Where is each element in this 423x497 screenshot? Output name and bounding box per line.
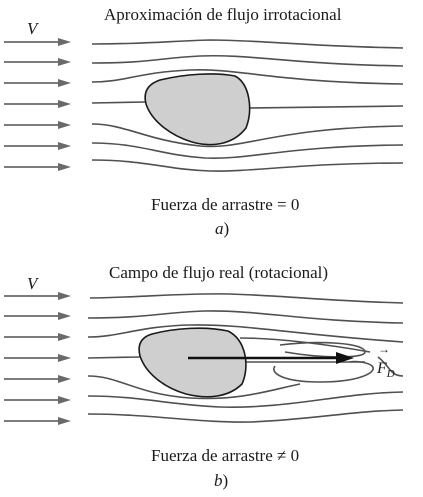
streamline bbox=[87, 356, 141, 359]
solid-body bbox=[138, 327, 247, 398]
panel-a-title: Aproximación de flujo irrotacional bbox=[104, 5, 342, 24]
streamline bbox=[91, 142, 404, 159]
panel-b: Campo de flujo real (rotacional) V bbox=[4, 263, 404, 490]
inflow-arrow bbox=[4, 58, 71, 66]
panel-a-inflow-arrows bbox=[4, 38, 71, 171]
streamline bbox=[91, 69, 404, 85]
panel-b-streamlines bbox=[87, 293, 404, 423]
streamline bbox=[87, 391, 404, 408]
panel-a-caption: Fuerza de arrastre = 0 bbox=[151, 195, 299, 214]
vector-arrow-icon: → bbox=[378, 342, 390, 356]
streamline bbox=[89, 293, 404, 304]
inflow-arrow bbox=[4, 312, 71, 320]
panel-b-title: Campo de flujo real (rotacional) bbox=[109, 263, 328, 282]
inflow-arrow bbox=[4, 100, 71, 108]
streamline bbox=[91, 159, 404, 172]
streamline bbox=[91, 123, 404, 148]
inflow-arrow bbox=[4, 417, 71, 425]
streamline bbox=[87, 324, 404, 343]
inflow-arrow bbox=[4, 396, 71, 404]
panel-b-inflow-arrows bbox=[4, 292, 71, 425]
streamline bbox=[87, 409, 404, 423]
panel-b-velocity-label: V bbox=[27, 274, 40, 293]
streamline bbox=[273, 360, 374, 383]
streamline bbox=[87, 310, 404, 324]
streamline bbox=[91, 39, 404, 49]
inflow-arrow bbox=[4, 163, 71, 171]
inflow-arrow bbox=[4, 375, 71, 383]
streamline bbox=[91, 101, 147, 104]
inflow-arrow bbox=[4, 333, 71, 341]
drag-force-label: FD bbox=[376, 360, 395, 380]
streamline bbox=[279, 341, 366, 358]
inflow-arrow bbox=[4, 121, 71, 129]
inflow-arrow bbox=[4, 142, 71, 150]
streamline bbox=[91, 54, 404, 67]
panel-b-caption: Fuerza de arrastre ≠ 0 bbox=[151, 446, 299, 465]
streamline bbox=[87, 375, 301, 400]
panel-a-velocity-label: V bbox=[27, 19, 40, 38]
inflow-arrow bbox=[4, 292, 71, 300]
panel-a-streamlines bbox=[91, 39, 404, 172]
streamline bbox=[377, 356, 404, 377]
panel-a-sublabel: a) bbox=[215, 219, 229, 238]
panel-b-sublabel: b) bbox=[214, 471, 228, 490]
drag-force-arrow bbox=[188, 352, 354, 364]
inflow-arrow bbox=[4, 79, 71, 87]
panel-a: Aproximación de flujo irrotacional V Fue… bbox=[4, 5, 404, 238]
inflow-arrow bbox=[4, 354, 71, 362]
solid-body bbox=[144, 73, 251, 146]
streamline bbox=[247, 105, 404, 109]
inflow-arrow bbox=[4, 38, 71, 46]
